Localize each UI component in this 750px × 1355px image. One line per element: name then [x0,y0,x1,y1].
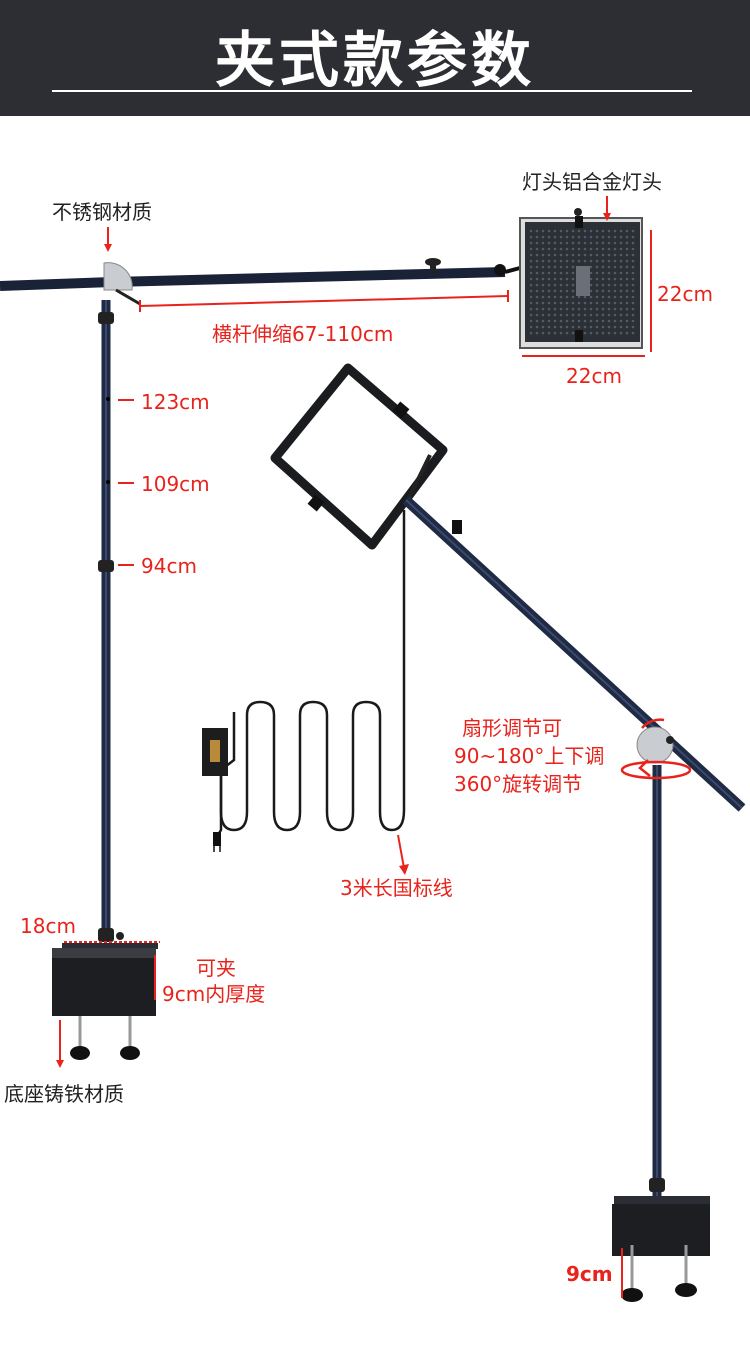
fan-adjust-label-2: 90~180°上下调 [454,744,605,768]
fan-adjust-label-1: 扇形调节可 [462,716,562,740]
base-width-label: 18cm [20,914,76,938]
height-123-label: 123cm [141,390,210,414]
fan-adjust-label-3: 360°旋转调节 [454,772,583,796]
pivot-handle [115,288,141,306]
plug [213,832,221,846]
right-base [612,1204,710,1256]
pole-collar [98,312,114,324]
left-crossbar [0,267,506,291]
header-divider [52,90,692,92]
pole-collar [98,928,114,942]
page-title: 夹式款参数 [215,26,535,96]
annotation-marks [56,196,652,1298]
cast-iron-base [52,948,156,1016]
cable-label: 3米长国标线 [340,876,453,900]
lamp-head-label: 灯头铝合金灯头 [522,170,662,194]
base-material-label: 底座铸铁材质 [4,1082,124,1106]
base-top-plate [62,943,158,949]
clamp-label-1: 可夹 [196,956,236,980]
stainless-label: 不锈钢材质 [52,200,152,224]
power-cable [214,510,406,839]
height-109-label: 109cm [141,472,210,496]
clamp-knob [70,1046,90,1060]
right-stand [402,496,746,1302]
crossbar-label: 横杆伸缩67-110cm [212,322,394,346]
header-banner: 夹式款参数 [0,0,750,116]
crossbar-knob-stem [430,262,436,274]
height-94-label: 94cm [141,554,197,578]
pole-collar [98,560,114,572]
panel-height-label: 22cm [657,282,713,306]
clamp-depth-label: 9cm [566,1262,613,1286]
right-pivot-joint [636,726,674,764]
panel-width-label: 22cm [566,364,622,388]
left-pivot-joint [103,262,133,291]
lamp-panel-top [494,208,643,349]
clamp-label-2: 9cm内厚度 [162,982,266,1006]
clamp-knob [120,1046,140,1060]
rotation-arrows [620,718,692,780]
lamp-panel-tilted [270,363,448,550]
crossbar-knob [425,258,441,266]
left-stand [0,258,506,1060]
